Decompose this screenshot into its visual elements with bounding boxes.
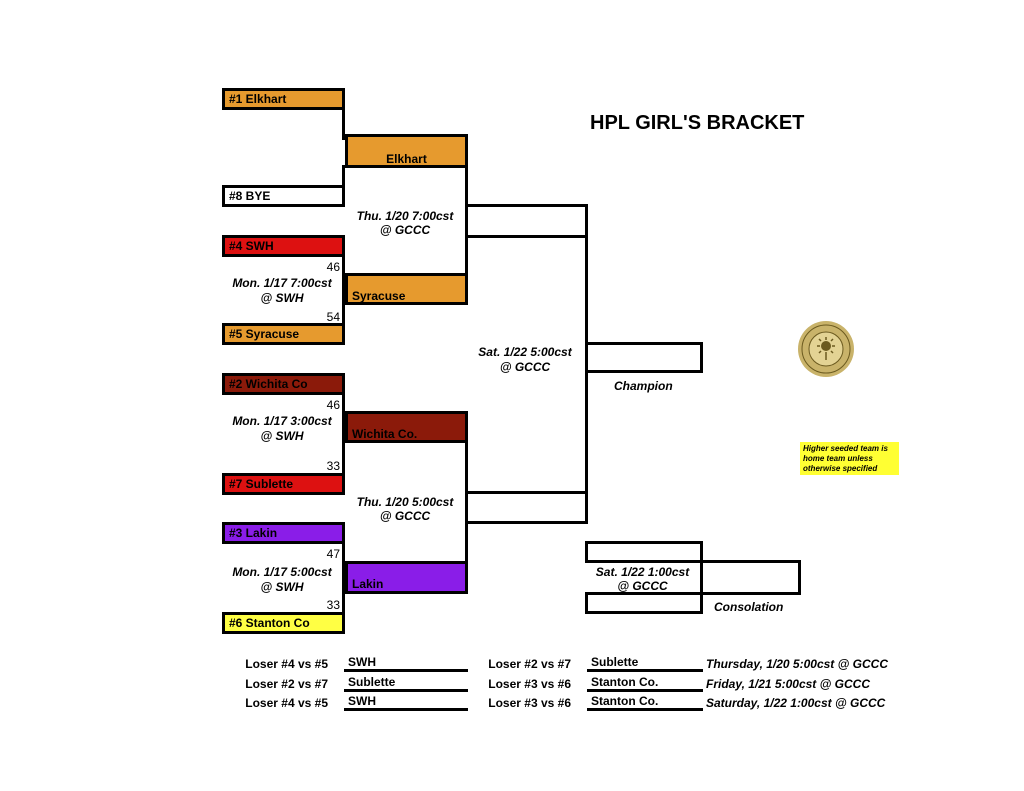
r2-box-lakin: Lakin <box>345 561 468 594</box>
seed-label-6: #6 Stanton Co <box>229 616 310 630</box>
seed-label-1: #1 Elkhart <box>229 92 287 106</box>
row-left-name: SWH <box>348 694 376 708</box>
seed-label-4: #4 SWH <box>229 239 274 253</box>
row-right-line <box>587 669 703 672</box>
seed-label-5: #5 Syracuse <box>229 327 300 341</box>
home-team-note: Higher seeded team is home team unless o… <box>800 442 899 475</box>
bracket-line <box>585 204 588 524</box>
row-right-name: Sublette <box>591 655 639 669</box>
row-right-label: Loser #3 vs #6 <box>488 696 571 710</box>
game-venue-g1: @ SWH <box>260 291 304 305</box>
score-syracuse: 54 <box>326 310 340 324</box>
bracket-line <box>585 342 703 345</box>
game-time-final: Sat. 1/22 5:00cst <box>478 345 572 359</box>
row-left-line <box>344 689 468 692</box>
seed-box-8: #8 BYE <box>222 185 345 207</box>
bracket-line <box>342 522 345 634</box>
seed-box-5: #5 Syracuse <box>222 323 345 345</box>
score-lakin: 47 <box>326 547 340 561</box>
bracket-line <box>342 165 345 207</box>
consolation-entry-bottom <box>585 592 703 614</box>
bracket-line <box>465 521 588 524</box>
game-time-g2: Mon. 1/17 3:00cst <box>232 414 332 428</box>
row-left-name: Sublette <box>348 675 396 689</box>
game-venue-semi1: @ GCCC <box>379 223 431 237</box>
row-right-line <box>587 708 703 711</box>
game-venue-final: @ GCCC <box>499 360 551 374</box>
row-left-label: Loser #4 vs #5 <box>245 657 328 671</box>
bracket-line <box>700 592 801 595</box>
bracket-line <box>342 235 345 345</box>
score-wichita: 46 <box>326 398 340 412</box>
page-title: HPL GIRL'S BRACKET <box>590 112 805 134</box>
r2-box-elkhart: Elkhart <box>345 134 468 168</box>
bracket-line <box>700 560 801 563</box>
score-stanton: 33 <box>326 598 340 612</box>
bracket-line <box>342 373 345 495</box>
bracket-line <box>465 441 468 563</box>
champion-label: Champion <box>614 379 673 393</box>
r2-box-wichita: Wichita Co. <box>345 411 468 443</box>
seed-label-3: #3 Lakin <box>229 526 278 540</box>
bracket-line <box>700 560 703 595</box>
consolation-label: Consolation <box>714 600 784 614</box>
r2-label-elkhart: Elkhart <box>386 152 427 166</box>
game-venue-g2: @ SWH <box>260 429 304 443</box>
game-venue-consolation: @ GCCC <box>617 579 668 593</box>
seed-label-7: #7 Sublette <box>229 477 294 491</box>
score-swh: 46 <box>326 260 340 274</box>
game-time-semi1: Thu. 1/20 7:00cst <box>356 209 454 223</box>
league-seal-icon <box>798 321 854 377</box>
row-right-name: Stanton Co. <box>591 694 659 708</box>
game-time-semi2: Thu. 1/20 5:00cst <box>356 495 454 509</box>
seed-box-2: #2 Wichita Co <box>222 373 345 395</box>
bracket-line <box>585 370 703 373</box>
consolation-entry-top <box>585 541 703 563</box>
seed-label-8: #8 BYE <box>229 189 271 203</box>
bracket-line <box>465 165 468 275</box>
r2-label-syracuse: Syracuse <box>352 289 406 303</box>
bracket-line <box>700 342 703 373</box>
bracket-line <box>798 560 801 595</box>
bracket-line <box>465 491 588 494</box>
score-sublette: 33 <box>326 459 340 473</box>
seed-box-7: #7 Sublette <box>222 473 345 495</box>
seed-box-3: #3 Lakin <box>222 522 345 544</box>
seed-box-6: #6 Stanton Co <box>222 612 345 634</box>
row-schedule: Saturday, 1/22 1:00cst @ GCCC <box>706 696 886 710</box>
game-venue-g3: @ SWH <box>260 580 304 594</box>
row-right-label: Loser #3 vs #6 <box>488 677 571 691</box>
row-left-line <box>344 669 468 672</box>
row-schedule: Thursday, 1/20 5:00cst @ GCCC <box>706 657 888 671</box>
game-venue-semi2: @ GCCC <box>379 509 431 523</box>
seed-box-1: #1 Elkhart <box>222 88 345 110</box>
seed-label-2: #2 Wichita Co <box>229 377 308 391</box>
seed-box-4: #4 SWH <box>222 235 345 257</box>
r2-label-lakin: Lakin <box>352 577 384 591</box>
row-left-line <box>344 708 468 711</box>
r2-label-wichita: Wichita Co. <box>352 427 418 441</box>
row-right-line <box>587 689 703 692</box>
game-time-g3: Mon. 1/17 5:00cst <box>232 565 332 579</box>
game-time-g1: Mon. 1/17 7:00cst <box>232 276 332 290</box>
row-left-label: Loser #4 vs #5 <box>245 696 328 710</box>
row-left-name: SWH <box>348 655 376 669</box>
bracket-line <box>342 88 345 140</box>
game-time-consolation: Sat. 1/22 1:00cst <box>595 565 690 579</box>
row-left-label: Loser #2 vs #7 <box>245 677 328 691</box>
bracket-line <box>465 204 588 207</box>
bracket-line <box>465 235 588 238</box>
row-right-label: Loser #2 vs #7 <box>488 657 571 671</box>
row-schedule: Friday, 1/21 5:00cst @ GCCC <box>706 677 870 691</box>
row-right-name: Stanton Co. <box>591 675 659 689</box>
r2-box-syracuse: Syracuse <box>345 273 468 305</box>
